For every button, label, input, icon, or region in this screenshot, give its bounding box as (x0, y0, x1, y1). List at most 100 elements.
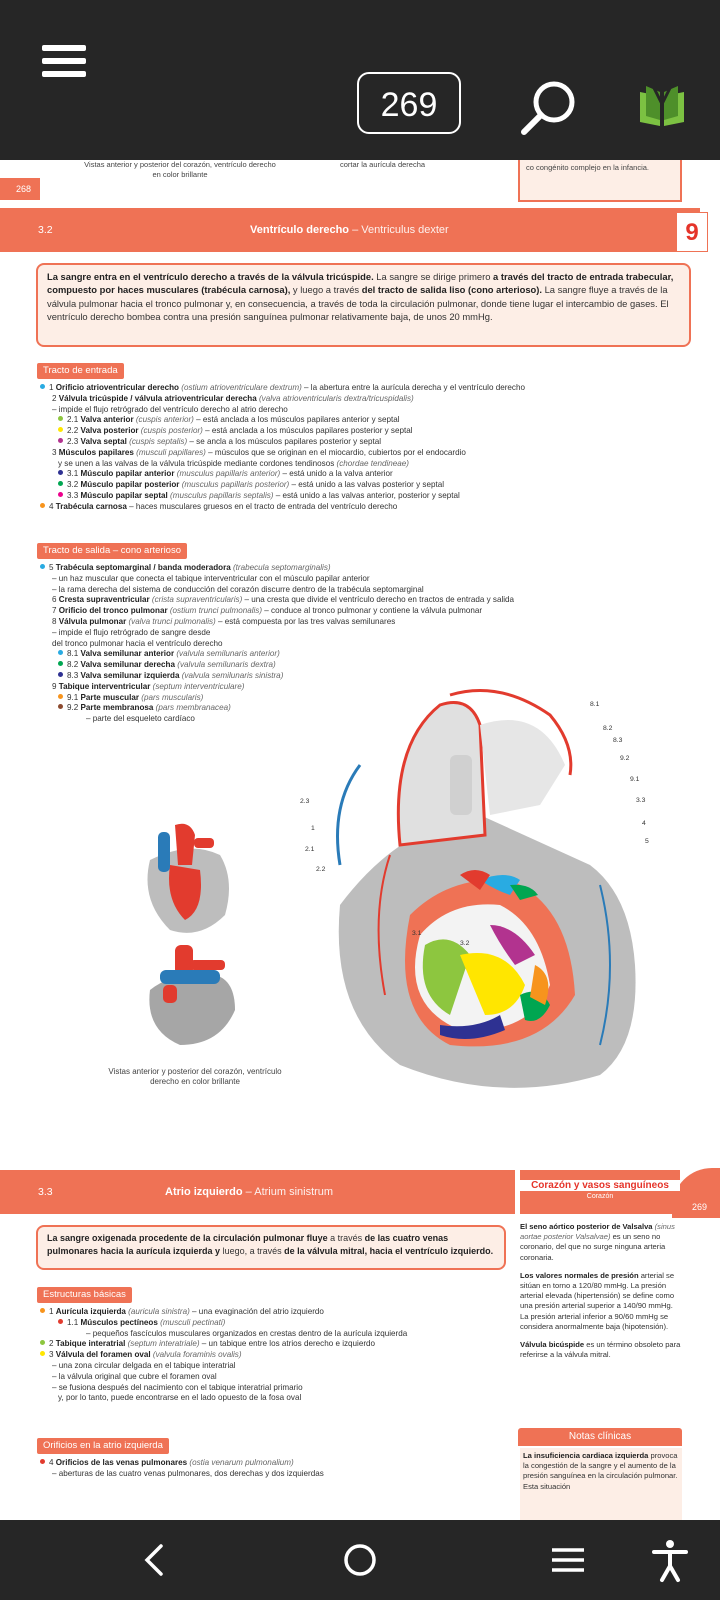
bullet-dot (58, 1318, 63, 1324)
list-item-text: Músculo papilar posterior (80, 480, 180, 490)
page-number-indicator[interactable]: 269 (357, 72, 461, 134)
list-item-text: del tronco pulmonar hacia el ventrículo … (52, 638, 223, 648)
list-item: 5 Trabécula septomarginal / banda modera… (40, 563, 680, 574)
list-item-text: Tabique interatrial (55, 1339, 126, 1349)
list-item-text: 4 (49, 1458, 56, 1467)
list-item-text: (musculi papillares) (133, 447, 206, 457)
basic-structures-label: Estructuras básicas (37, 1287, 132, 1303)
bullet-dot (58, 470, 63, 476)
home-icon[interactable] (330, 1536, 390, 1584)
list-item: – impide el flujo retrógrado de sangre d… (40, 628, 680, 639)
search-icon[interactable] (518, 78, 582, 138)
figure-label: 9.1 (630, 776, 640, 783)
list-item-text: Trabécula septomarginal / banda moderado… (55, 563, 231, 572)
list-item-text: Orificios de las venas pulmonares (55, 1458, 188, 1467)
figure-label: 2.3 (300, 798, 310, 805)
figure-label: 1 (311, 825, 315, 832)
list-item-text: 2.1 (67, 415, 81, 425)
outflow-label: Tracto de salida – cono arterioso (37, 543, 188, 559)
list-item-text: – está unido a las valvas anterior, post… (273, 490, 460, 500)
heart-thumbnail-anterior (147, 823, 229, 933)
list-item: 8 Válvula pulmonar (valva trunci pulmona… (40, 617, 680, 628)
list-item-text: (valvula semilunaris dextra) (175, 660, 276, 670)
list-item-text: (valvula semilunaris sinistra) (179, 670, 284, 680)
top-app-bar: 269 (0, 0, 720, 160)
list-item-text: Cresta supraventricular (58, 595, 150, 605)
prev-sidebar-box: co congénito complejo en la infancia. (518, 160, 682, 202)
list-item-text: (pars membranacea) (153, 703, 231, 713)
previous-page-bottom: Vistas anterior y posterior del corazón,… (0, 160, 720, 205)
heart-thumbnail-posterior (149, 945, 235, 1045)
list-item-text: 1.1 (67, 1317, 81, 1327)
list-item-text: – la válvula original que cubre el foram… (52, 1371, 217, 1381)
section-number: 3.3 (38, 1186, 53, 1198)
orifices-label: Orificios en la atrio izquierda (37, 1438, 169, 1454)
list-item: 2.3 Valva septal (cuspis septalis) – se … (40, 437, 680, 448)
list-item: 9 Tabique interventricular (septum inter… (40, 682, 680, 693)
list-item-text: 2 (52, 393, 59, 403)
list-item-text: (musculus papillaris posterior) (179, 480, 290, 490)
list-item-text: y, por lo tanto, puede encontrarse en el… (58, 1393, 302, 1403)
book-icon[interactable] (638, 82, 686, 126)
list-item-text: – se fusiona después del nacimiento con … (52, 1382, 303, 1392)
bullet-dot (58, 481, 63, 487)
list-item-text: (valva atrioventricularis dextra/tricusp… (256, 393, 414, 403)
list-item: 6 Cresta supraventricular (crista suprav… (40, 595, 680, 606)
list-item: 3.3 Músculo papilar septal (musculus pap… (40, 491, 680, 502)
list-item-text: – está anclada a los músculos papilares … (202, 426, 413, 436)
list-item-text: 8.2 (67, 660, 81, 670)
list-item-text: 1 (49, 1307, 56, 1316)
list-item-text: Tabique interventricular (58, 681, 151, 691)
section-3-2-header: 3.2 Ventrículo derecho – Ventriculus dex… (0, 208, 700, 252)
section-3-3-header: 3.3 Atrio izquierdo – Atrium sinistrum (0, 1170, 515, 1214)
list-item-text: Parte membranosa (80, 703, 154, 713)
page-number-268: 268 (0, 178, 40, 200)
list-item-text: 3.1 (67, 469, 81, 479)
prev-caption-mid: cortar la aurícula derecha (340, 160, 426, 169)
list-item-text: – una cresta que divide el ventrículo de… (242, 595, 515, 605)
list-item-text: 3 (52, 447, 59, 457)
list-item: – un haz muscular que conecta el tabique… (40, 574, 680, 585)
list-item-text: (crista supraventricularis) (149, 595, 243, 605)
list-item: 1.1 Músculos pectíneos (musculi pectinat… (40, 1318, 510, 1329)
bullet-dot (58, 704, 63, 710)
clinical-notes-header: Notas clínicas (518, 1428, 682, 1446)
basic-structures-list: 1 Aurícula izquierda (auricula sinistra)… (40, 1307, 510, 1404)
document-view[interactable]: Vistas anterior y posterior del corazón,… (0, 160, 720, 1520)
back-icon[interactable] (125, 1536, 185, 1584)
list-item: – pequeños fascículos musculares organiz… (40, 1329, 510, 1340)
list-item-text: (chordae tendineae) (336, 458, 409, 468)
list-item-text: 9.1 (67, 692, 81, 702)
sidebar-title: Corazón y vasos sanguíneos Corazón (520, 1170, 680, 1214)
recents-icon[interactable] (538, 1536, 598, 1584)
figure-label: 4 (642, 820, 646, 827)
list-item-text: (musculus papillaris anterior) (174, 469, 281, 479)
list-item-text: Trabécula carnosa (55, 501, 127, 511)
inflow-list: 1 Orificio atrioventricular derecho (ost… (40, 383, 680, 513)
list-item-text: – impide el flujo retrógrado del ventríc… (52, 404, 288, 414)
list-item-text: (trabecula septomarginalis) (230, 563, 331, 572)
section-3-3-intro: La sangre oxigenada procedente de la cir… (36, 1225, 506, 1270)
list-item-text: (valvula foraminis ovalis) (150, 1350, 242, 1360)
list-item-text: – un haz muscular que conecta el tabique… (52, 573, 370, 583)
list-item-text: y se unen a las valvas de la válvula tri… (58, 458, 337, 468)
list-item-text: 2.3 (67, 436, 81, 446)
list-item: 1 Aurícula izquierda (auricula sinistra)… (40, 1307, 510, 1318)
list-item-text: – se ancla a los músculos papilares post… (187, 436, 382, 446)
figure-caption: Vistas anterior y posterior del corazón,… (108, 1067, 282, 1086)
list-item-text: 4 (49, 501, 56, 511)
list-item-text: – impide el flujo retrógrado de sangre d… (52, 627, 211, 637)
list-item: 8.2 Valva semilunar derecha (valvula sem… (40, 660, 680, 671)
section-title: Atrio izquierdo – Atrium sinistrum (165, 1186, 334, 1198)
menu-icon[interactable] (42, 45, 86, 77)
list-item-text: Aurícula izquierda (55, 1307, 126, 1316)
bullet-dot (58, 671, 63, 677)
bullet-dot (40, 564, 45, 569)
accessibility-icon[interactable] (640, 1536, 700, 1584)
sidebar-paragraph-1: El seno aórtico posterior de Valsalva (s… (520, 1222, 675, 1262)
bullet-dot (40, 1351, 45, 1357)
list-item-text: – aberturas de las cuatro venas pulmonar… (52, 1468, 324, 1478)
sidebar-notes: El seno aórtico posterior de Valsalva (s… (520, 1222, 682, 1360)
list-item: – se fusiona después del nacimiento con … (40, 1383, 510, 1394)
bullet-dot (40, 1459, 45, 1464)
